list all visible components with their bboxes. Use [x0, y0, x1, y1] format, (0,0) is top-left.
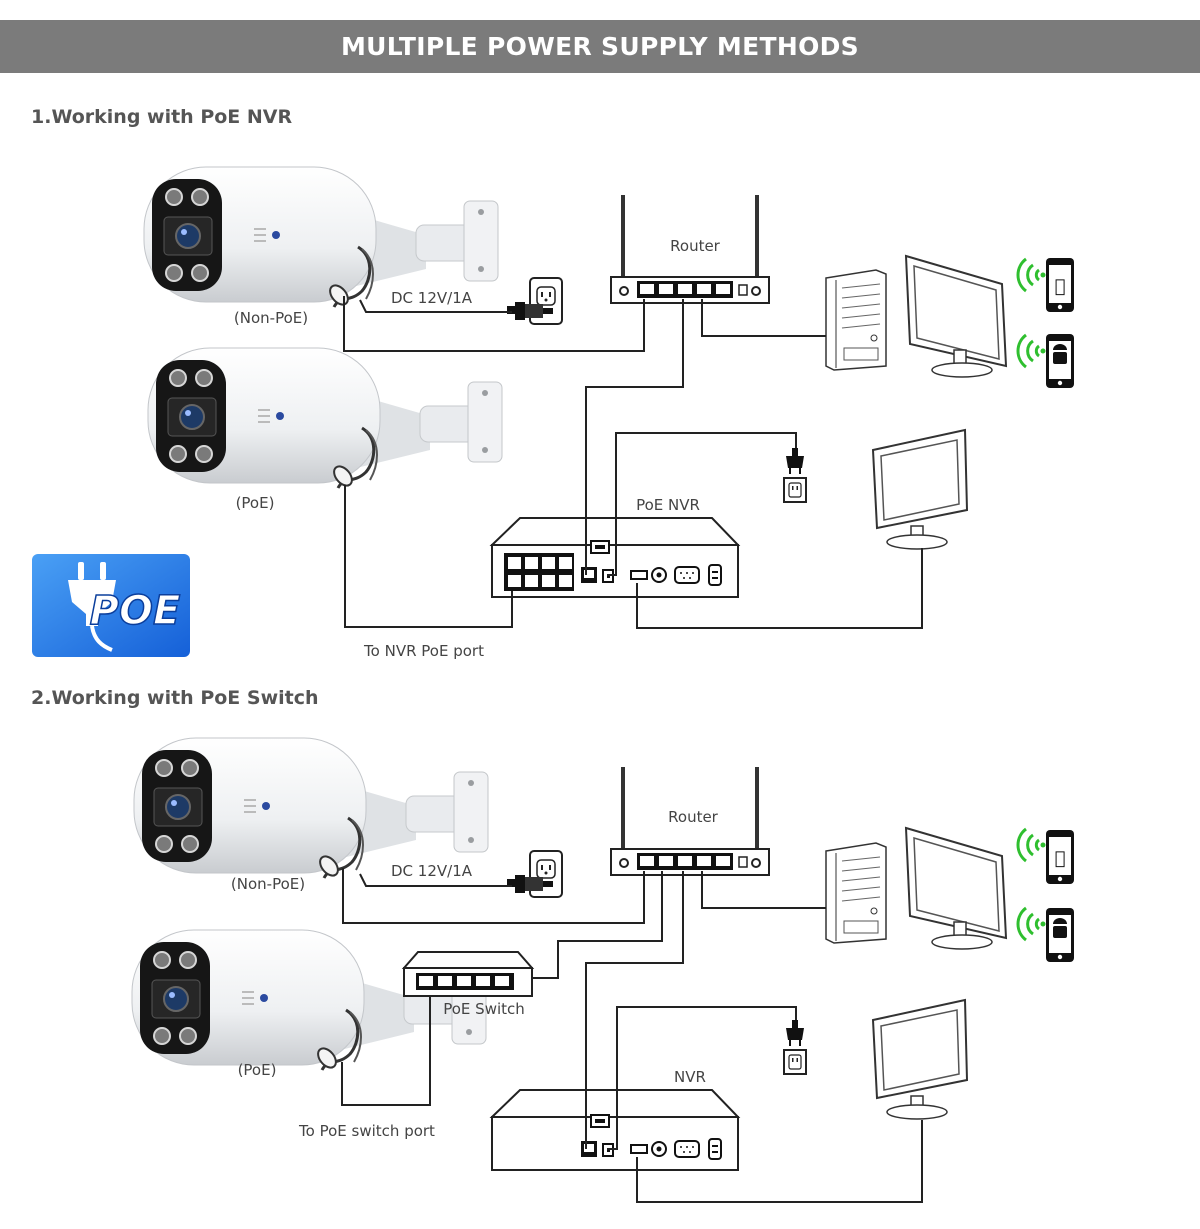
- power-1-label: DC 12V/1A: [391, 289, 472, 307]
- poe-nvr-label: PoE NVR: [636, 496, 700, 514]
- page-title: MULTIPLE POWER SUPPLY METHODS: [341, 32, 859, 61]
- section-2-diagram: : [130, 736, 1074, 1203]
- camera-non-poe-2: [132, 736, 490, 881]
- camera-non-poe-1-label: (Non-PoE): [233, 309, 309, 327]
- poe-switch: [401, 951, 535, 997]
- nvr-2-label: NVR: [674, 1068, 706, 1086]
- desktop-tower-2: [825, 842, 887, 944]
- router-1-label: Router: [670, 237, 720, 255]
- apple-icon: : [1055, 276, 1066, 297]
- power-2-label: DC 12V/1A: [391, 862, 472, 880]
- cable-lines-1: [343, 296, 923, 629]
- monitor-1: [905, 255, 1007, 378]
- nvr-port-note: To NVR PoE port: [364, 642, 484, 660]
- nvr-monitor-1: [872, 429, 968, 550]
- camera-poe-1-label: (PoE): [235, 494, 275, 512]
- camera-poe-1: [146, 346, 504, 491]
- section-2-title: 2.Working with PoE Switch: [31, 687, 319, 709]
- apple-icon: : [1055, 848, 1066, 869]
- page-title-banner: MULTIPLE POWER SUPPLY METHODS: [0, 20, 1200, 73]
- android-icon: [1053, 918, 1067, 938]
- wifi-icon: [1016, 906, 1047, 942]
- wifi-icon: [1016, 257, 1047, 293]
- poe-badge: POE: [32, 554, 190, 657]
- camera-non-poe-1: [142, 165, 500, 310]
- poe-switch-label: PoE Switch: [443, 1000, 525, 1018]
- poe-badge-text: POE: [90, 588, 181, 634]
- nvr-power-outlet-2: [783, 1019, 807, 1075]
- android-icon: [1053, 344, 1067, 364]
- monitor-2: [905, 827, 1007, 950]
- cable-lines-2: [341, 868, 923, 1203]
- desktop-tower-1: [825, 269, 887, 371]
- nvr-2: [489, 1089, 741, 1171]
- switch-port-note: To PoE switch port: [299, 1122, 435, 1140]
- section-1-diagram: : [142, 165, 1074, 629]
- router-2-label: Router: [668, 808, 718, 826]
- nvr-power-outlet-1: [783, 447, 807, 503]
- camera-non-poe-2-label: (Non-PoE): [230, 875, 306, 893]
- nvr-monitor-2: [872, 999, 968, 1120]
- wifi-icon: [1016, 333, 1047, 369]
- plug-icon: [68, 562, 116, 652]
- camera-poe-2-label: (PoE): [237, 1061, 277, 1079]
- wifi-icon: [1016, 827, 1047, 863]
- section-1-title: 1.Working with PoE NVR: [31, 106, 293, 128]
